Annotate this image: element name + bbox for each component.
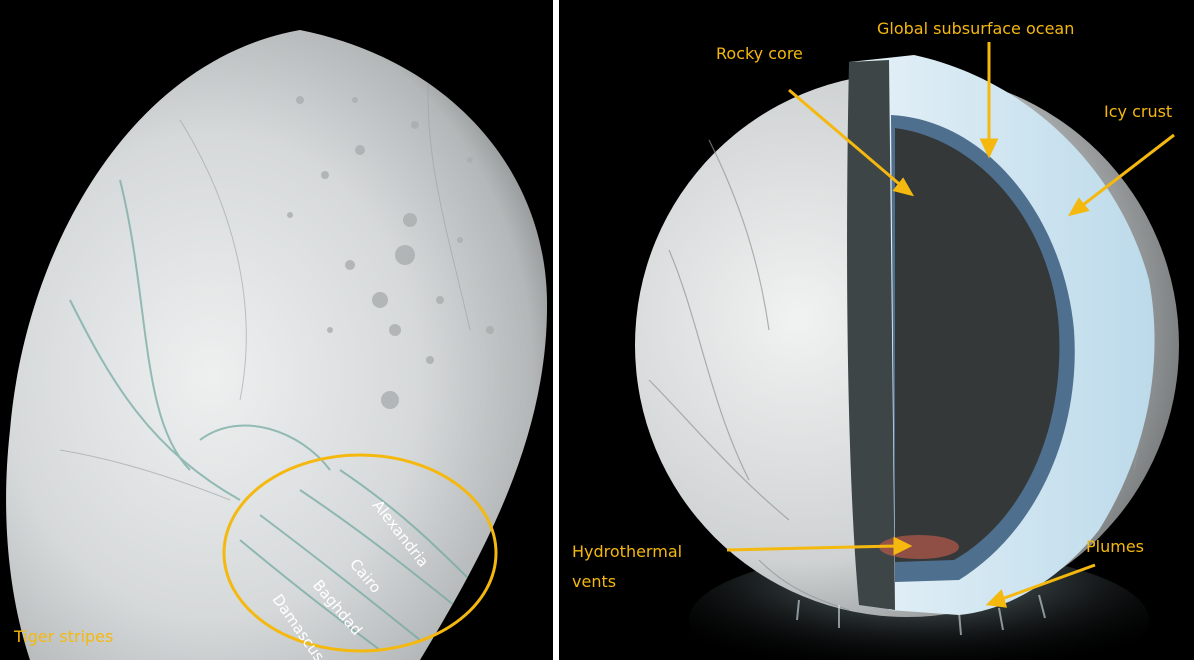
enceladus-cutaway-image: Rocky core Global subsurface ocean Icy c… xyxy=(559,0,1194,660)
label-rocky-core: Rocky core xyxy=(716,45,803,63)
tiger-stripes-caption: Tiger stripes xyxy=(14,628,113,646)
label-plumes: Plumes xyxy=(1086,538,1144,556)
label-hydrothermal-vents: Hydrothermal vents xyxy=(572,537,722,597)
moon-surface-illustration xyxy=(0,0,553,660)
label-icy-crust: Icy crust xyxy=(1104,103,1172,121)
enceladus-surface-image: Alexandria Cairo Baghdad Damascus Tiger … xyxy=(0,0,553,660)
label-global-subsurface-ocean: Global subsurface ocean xyxy=(877,20,1074,38)
moon-disc xyxy=(6,30,547,660)
cut-face xyxy=(847,60,895,610)
